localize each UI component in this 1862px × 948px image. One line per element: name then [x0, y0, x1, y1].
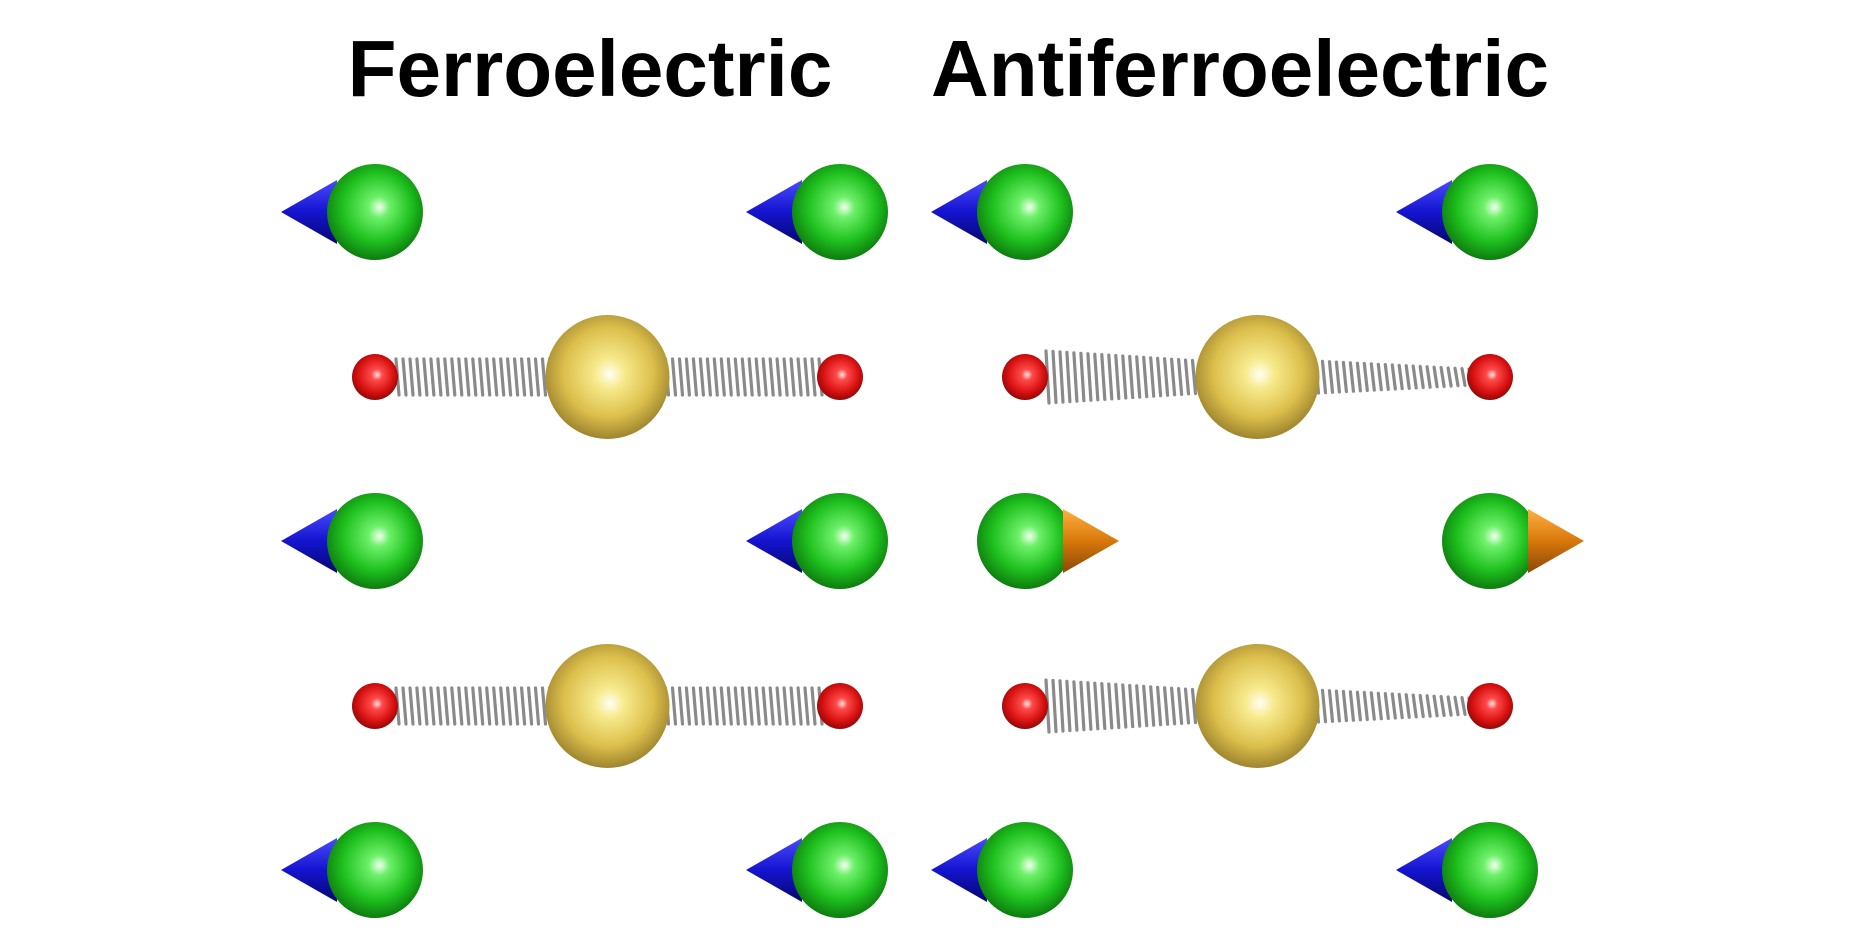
green-sphere-icon	[1442, 164, 1538, 260]
spring-icon	[663, 357, 824, 397]
green-sphere-icon	[327, 164, 423, 260]
cation-row	[281, 493, 888, 589]
cone-arrow-icon-left	[281, 509, 337, 573]
gold-sphere-icon	[1195, 644, 1320, 768]
spring-icon	[1313, 359, 1474, 395]
red-sphere-icon	[352, 354, 398, 400]
atom-lattice	[281, 164, 1584, 918]
green-sphere-icon	[1442, 822, 1538, 918]
red-sphere-icon	[1002, 683, 1048, 729]
cation-row	[281, 164, 888, 260]
green-sphere-icon	[792, 493, 888, 589]
green-sphere-icon	[792, 822, 888, 918]
red-sphere-icon	[817, 683, 863, 729]
cation-row	[281, 822, 888, 918]
green-sphere-icon	[977, 493, 1073, 589]
cation-row	[977, 493, 1584, 589]
bond-row	[1002, 644, 1513, 768]
spring-icon	[394, 686, 555, 726]
cone-arrow-icon-right	[1528, 509, 1584, 573]
green-sphere-icon	[977, 822, 1073, 918]
gold-sphere-icon	[1195, 315, 1320, 439]
cone-arrow-icon-left	[281, 180, 337, 244]
green-sphere-icon	[327, 822, 423, 918]
red-sphere-icon	[1467, 354, 1513, 400]
red-sphere-icon	[1002, 354, 1048, 400]
spring-icon	[1044, 349, 1205, 405]
antiferroelectric-panel	[931, 164, 1584, 918]
bond-row	[352, 315, 863, 439]
cone-arrow-icon-left	[931, 180, 987, 244]
green-sphere-icon	[327, 493, 423, 589]
red-sphere-icon	[817, 354, 863, 400]
red-sphere-icon	[352, 683, 398, 729]
bond-row	[352, 644, 863, 768]
gold-sphere-icon	[545, 644, 670, 768]
cone-arrow-icon-left	[281, 838, 337, 902]
cone-arrow-icon-left	[1396, 180, 1452, 244]
cone-arrow-icon-left	[931, 838, 987, 902]
cone-arrow-icon-right	[1063, 509, 1119, 573]
cone-arrow-icon-left	[746, 509, 802, 573]
cation-row	[931, 164, 1538, 260]
cone-arrow-icon-left	[746, 838, 802, 902]
ferroelectric-title: Ferroelectric	[348, 24, 833, 113]
green-sphere-icon	[1442, 493, 1538, 589]
cation-row	[931, 822, 1538, 918]
spring-icon	[663, 686, 824, 726]
green-sphere-icon	[977, 164, 1073, 260]
cone-arrow-icon-left	[1396, 838, 1452, 902]
spring-icon	[1044, 678, 1205, 734]
gold-sphere-icon	[545, 315, 670, 439]
cone-arrow-icon-left	[746, 180, 802, 244]
antiferroelectric-title: Antiferroelectric	[931, 24, 1549, 113]
spring-icon	[394, 357, 555, 397]
red-sphere-icon	[1467, 683, 1513, 729]
ferroelectric-panel	[281, 164, 888, 918]
green-sphere-icon	[792, 164, 888, 260]
spring-icon	[1313, 688, 1474, 724]
bond-row	[1002, 315, 1513, 439]
